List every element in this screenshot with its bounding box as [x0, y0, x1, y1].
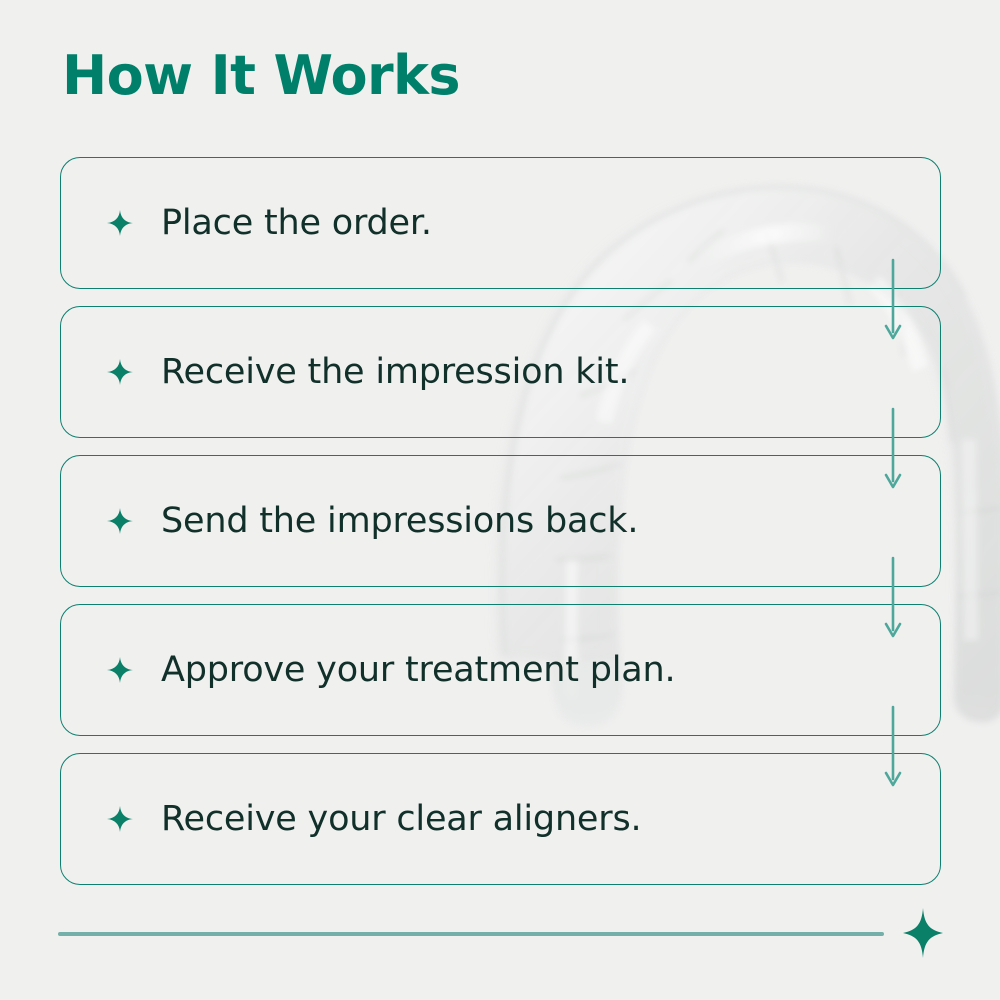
step-card-5[interactable]: Receive your clear aligners. — [60, 753, 941, 885]
step-label-1: Place the order. — [161, 203, 432, 243]
step-card-4[interactable]: Approve your treatment plan. — [60, 604, 941, 736]
step-label-3: Send the impressions back. — [161, 501, 639, 541]
step-label-4: Approve your treatment plan. — [161, 650, 676, 690]
sparkle-icon — [107, 359, 133, 385]
step-label-5: Receive your clear aligners. — [161, 799, 642, 839]
step-card-1[interactable]: Place the order. — [60, 157, 941, 289]
sparkle-icon — [107, 806, 133, 832]
page-title: How It Works — [62, 44, 461, 107]
sparkle-icon — [107, 508, 133, 534]
sparkle-icon — [107, 657, 133, 683]
sparkle-icon — [903, 908, 943, 958]
sparkle-icon — [107, 210, 133, 236]
step-label-2: Receive the impression kit. — [161, 352, 630, 392]
step-card-3[interactable]: Send the impressions back. — [60, 455, 941, 587]
step-card-2[interactable]: Receive the impression kit. — [60, 306, 941, 438]
footer-divider — [58, 932, 884, 936]
